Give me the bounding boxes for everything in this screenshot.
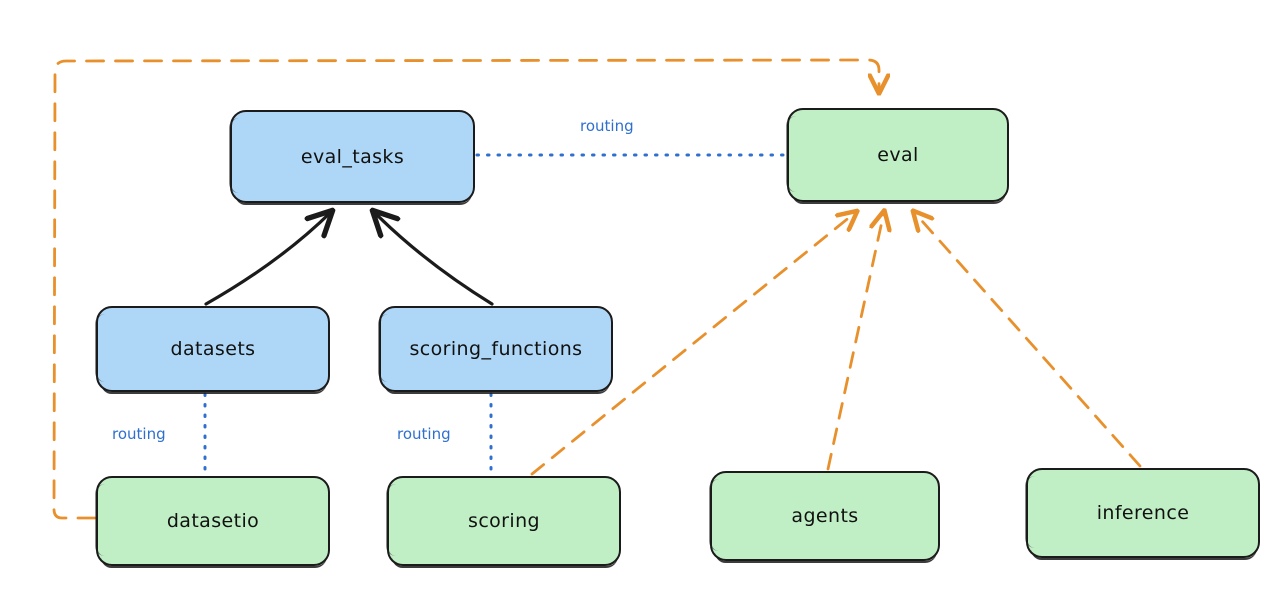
node-label-scoring-functions: scoring_functions [409, 338, 583, 360]
node-datasets[interactable]: datasets [95, 306, 330, 394]
node-eval[interactable]: eval [786, 108, 1009, 204]
edge-datasets-to-eval-tasks [204, 212, 331, 306]
edge-datasetio-to-eval [52, 58, 879, 520]
node-label-datasets: datasets [170, 338, 256, 360]
node-inference[interactable]: inference [1025, 468, 1260, 560]
node-label-inference: inference [1096, 502, 1190, 524]
node-scoring-functions[interactable]: scoring_functions [378, 306, 613, 394]
edge-scoring-to-eval [530, 212, 856, 476]
node-label-eval: eval [877, 144, 919, 166]
node-label-scoring: scoring [468, 510, 540, 532]
node-scoring[interactable]: scoring [386, 476, 621, 568]
edge-label-routing-datasetio: routing [112, 425, 166, 443]
node-datasetio[interactable]: datasetio [95, 476, 330, 568]
node-label-datasetio: datasetio [166, 510, 260, 532]
node-eval-tasks[interactable]: eval_tasks [229, 110, 475, 205]
edge-scoring-functions-to-eval-tasks [374, 212, 494, 306]
edge-inference-to-eval [914, 212, 1142, 468]
node-agents[interactable]: agents [709, 471, 940, 563]
node-label-eval-tasks: eval_tasks [300, 145, 405, 168]
node-label-agents: agents [791, 505, 859, 527]
edge-label-routing-eval: routing [580, 117, 634, 135]
edge-label-routing-scoring: routing [397, 425, 451, 443]
edge-agents-to-eval [826, 212, 884, 471]
